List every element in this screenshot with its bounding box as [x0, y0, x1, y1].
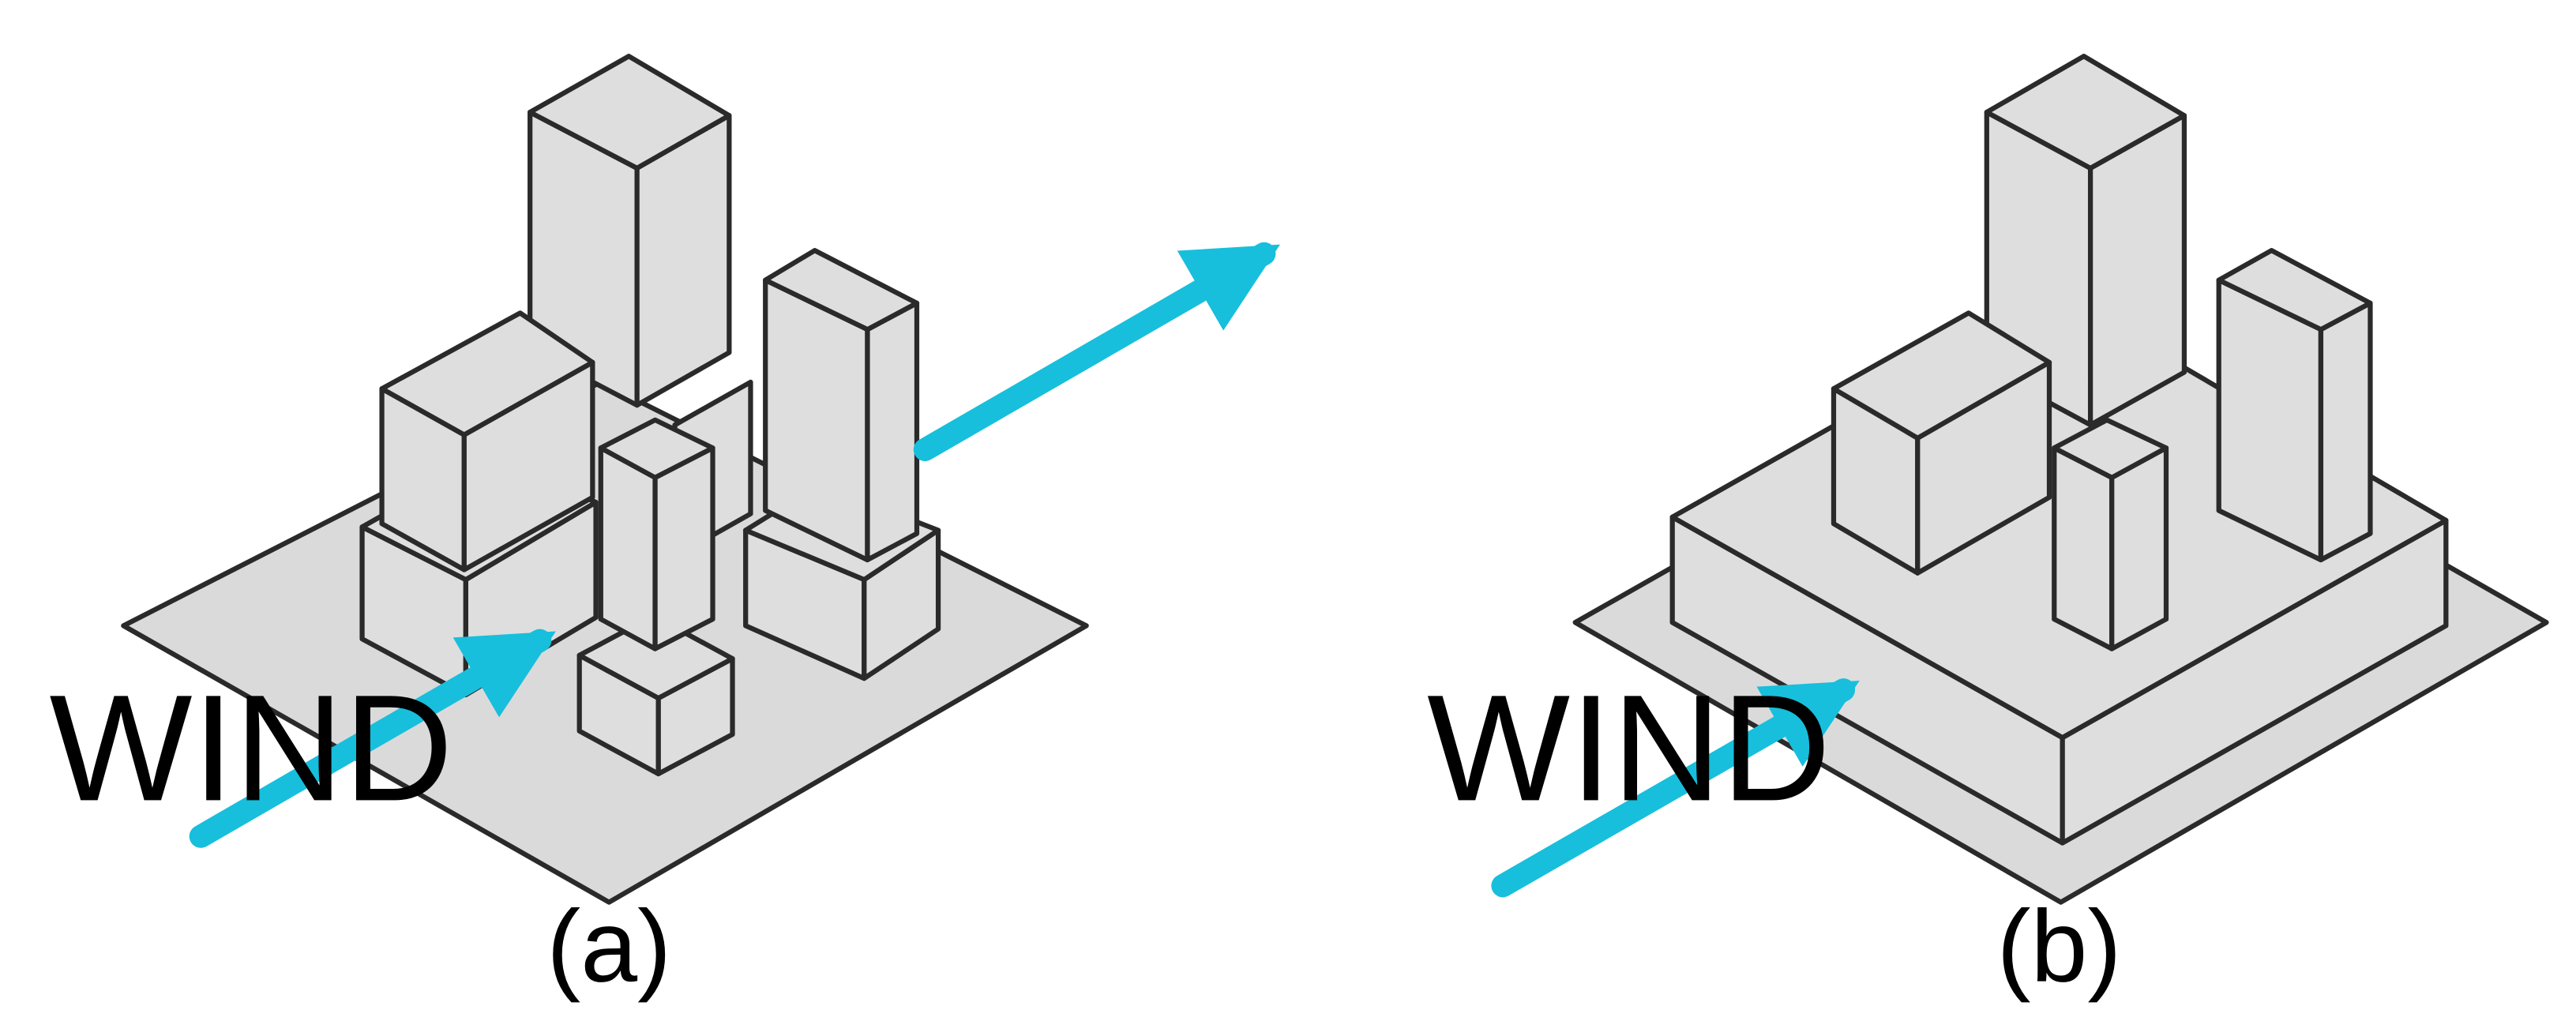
building-right-tower-b — [2216, 248, 2373, 563]
caption-a: (a) — [546, 890, 671, 1004]
wind-arrow-out-a — [913, 242, 1280, 461]
building-left-box-b — [1831, 310, 2052, 576]
building-front-tower-b — [2052, 417, 2169, 651]
building-left-box-a — [359, 310, 599, 698]
wind-arrow-in-b — [1491, 678, 1860, 898]
building-front-tower-a — [576, 417, 735, 777]
building-right-tower-a — [743, 248, 941, 681]
wind-label-b: WIND — [1427, 663, 1831, 832]
caption-b: (b) — [1997, 890, 2122, 1004]
panel-a: WIND (a) — [50, 54, 1280, 1004]
wind-label-a: WIND — [50, 663, 453, 832]
building-tall-back-a — [528, 54, 732, 408]
panel-b: WIND (b) — [1427, 54, 2549, 1004]
building-tall-back-b — [1984, 54, 2187, 428]
wind-arrow-in-a — [189, 629, 556, 848]
